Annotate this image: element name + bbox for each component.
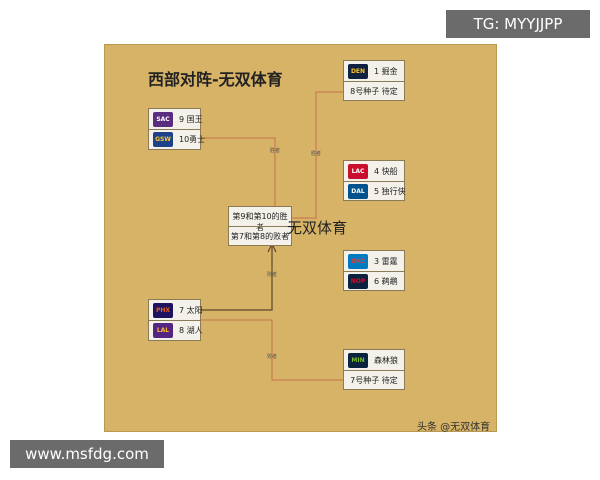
edge-label-winner-top: 胜者 — [270, 148, 281, 154]
matchup-kings-warriors: SAC 9 国王 GSW 10勇士 — [148, 108, 205, 150]
timberwolves-logo-icon: MIN — [348, 353, 368, 368]
team-label: 1 掘金 — [374, 67, 398, 76]
team-row-nuggets: DEN 1 掘金 — [344, 62, 398, 81]
pelicans-logo-icon: NOP — [348, 274, 368, 289]
matchup-clippers-mavericks: LAC 4 快船 DAL 5 独行侠 — [343, 160, 406, 201]
matchup-thunder-pelicans: OKC 3 雷霆 NOP 6 鹈鹕 — [343, 250, 405, 291]
team-label: 森林狼 — [374, 356, 398, 365]
team-label: 10勇士 — [179, 135, 206, 144]
team-label: 3 雷霆 — [374, 257, 398, 266]
bracket-board — [104, 44, 497, 432]
lakers-logo-icon: LAL — [153, 323, 173, 338]
edge-label-loser-center: 败者 — [267, 272, 278, 278]
suns-logo-icon: PHX — [153, 303, 173, 318]
playin-result-box: 第9和第10的胜者 第7和第8的败者 — [228, 206, 292, 246]
kings-logo-icon: SAC — [153, 112, 173, 127]
team-row-lakers: LAL 8 湖人 — [149, 321, 203, 340]
team-row-pelicans: NOP 6 鹈鹕 — [344, 272, 398, 291]
center-watermark: 无双体育 — [287, 219, 348, 237]
team-label: 4 快船 — [374, 167, 398, 176]
credit-watermark: 头条 @无双体育 — [417, 422, 491, 433]
team-row-mavericks: DAL 5 独行侠 — [344, 182, 406, 201]
team-row-kings: SAC 9 国王 — [149, 110, 203, 129]
team-label: 6 鹈鹕 — [374, 277, 398, 286]
mavericks-logo-icon: DAL — [348, 184, 368, 199]
tg-banner: TG: MYYJJPP — [446, 10, 590, 38]
edge-label-loser-bottom: 败者 — [267, 354, 278, 360]
team-row-clippers: LAC 4 快船 — [344, 162, 398, 181]
matchup-timberwolves-seed7: MIN 森林狼 7号种子 待定 — [343, 349, 405, 390]
loser-7-8-slot: 第7和第8的败者 — [230, 232, 290, 241]
clippers-logo-icon: LAC — [348, 164, 368, 179]
team-label: 9 国王 — [179, 115, 203, 124]
team-label: 5 独行侠 — [374, 187, 406, 196]
team-label: 8 湖人 — [179, 326, 203, 335]
team-row-timberwolves: MIN 森林狼 — [344, 351, 398, 370]
thunder-logo-icon: OKC — [348, 254, 368, 269]
team-row-thunder: OKC 3 雷霆 — [344, 252, 398, 271]
seed8-slot: 8号种子 待定 — [350, 87, 398, 96]
winner-9-10-slot: 第9和第10的胜者 — [232, 212, 288, 232]
team-label: 7 太阳 — [179, 306, 203, 315]
team-row-warriors: GSW 10勇士 — [149, 130, 205, 149]
matchup-suns-lakers: PHX 7 太阳 LAL 8 湖人 — [148, 299, 203, 341]
matchup-nuggets-seed8: DEN 1 掘金 8号种子 待定 — [343, 60, 405, 101]
page-title: 西部对阵-无双体育 — [148, 70, 283, 89]
edge-label-winner-right: 胜者 — [311, 151, 322, 157]
nuggets-logo-icon: DEN — [348, 64, 368, 79]
seed7-slot: 7号种子 待定 — [350, 376, 398, 385]
team-row-suns: PHX 7 太阳 — [149, 301, 203, 320]
site-banner[interactable]: www.msfdg.com — [10, 440, 164, 468]
warriors-logo-icon: GSW — [153, 132, 173, 147]
